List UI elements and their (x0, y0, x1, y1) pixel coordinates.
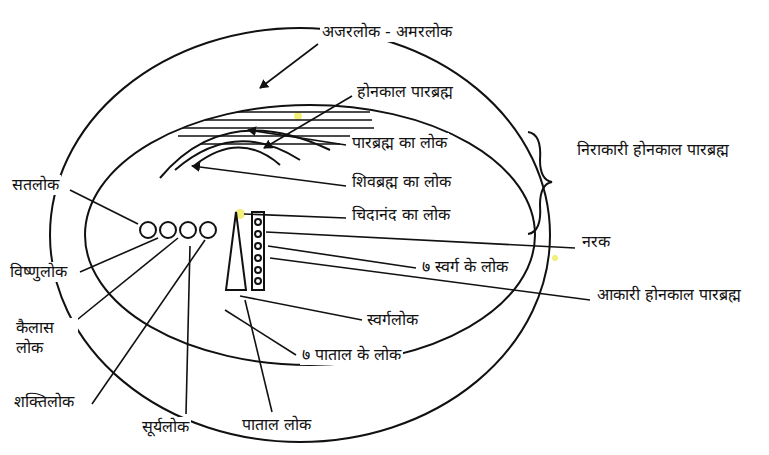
region-label: होनकाल पारब्रह्म (355, 82, 455, 102)
region-label: निराकारी होनकाल पारब्रह्म (575, 140, 731, 160)
region-label: सूर्यलोक (140, 417, 191, 437)
region-label: विष्णुलोक (8, 262, 69, 282)
region-label: पारब्रह्म का लोक (350, 133, 449, 153)
heaven-column (226, 212, 264, 290)
leader-lines (62, 44, 590, 414)
region-label: शक्तिलोक (12, 392, 76, 412)
outer-region (50, 28, 550, 442)
region-label: नरक (580, 232, 612, 252)
loka-circles (140, 222, 216, 238)
region-label: पाताल लोक (240, 415, 313, 435)
hatched-area (178, 112, 374, 144)
region-label: सतलोक (10, 175, 61, 195)
bracket (528, 132, 552, 234)
region-label: ७ पाताल के लोक (300, 345, 403, 365)
region-label: अजरलोक - अमरलोक (320, 22, 454, 42)
region-label: चिदानंद का लोक (350, 205, 452, 225)
region-label: आकारी होनकाल पारब्रह्म (595, 285, 743, 305)
region-label: ७ स्वर्ग के लोक (420, 257, 510, 277)
region-label: स्वर्गलोक (365, 310, 420, 330)
region-label: कैलास लोक (14, 318, 78, 358)
realm-arcs (160, 130, 330, 178)
region-label: शिवब्रह्म का लोक (350, 172, 453, 192)
